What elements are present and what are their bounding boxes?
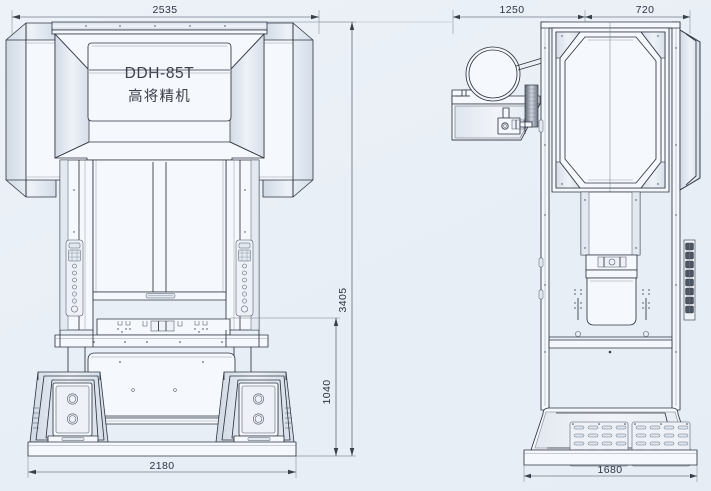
dim-1040-text: 1040	[321, 380, 333, 405]
crown-housing	[51, 21, 268, 35]
side-bolster	[548, 289, 673, 354]
slide-ram	[92, 159, 227, 301]
dim-side-front-depth: 720	[585, 4, 691, 34]
right-support-leg	[215, 371, 295, 444]
dim-1250-text: 1250	[500, 4, 525, 16]
dim-front-overall-width: 2535	[11, 4, 320, 34]
lower-cabinet	[87, 352, 236, 425]
front-view: 2535	[5, 4, 356, 478]
right-control-panel	[235, 239, 254, 317]
front-base-slab	[27, 441, 297, 457]
crown-front-panel: DDH-85T 高将精机	[54, 32, 265, 161]
dim-side-base-width: 1680	[523, 464, 698, 482]
dim-base-height: 1040	[230, 317, 340, 456]
side-crown-octagon	[551, 22, 670, 300]
side-terminal-strip	[683, 239, 696, 321]
bolster-bed	[54, 318, 269, 400]
side-slide-ram	[580, 191, 641, 326]
left-support-leg	[29, 371, 109, 444]
dim-720-text: 720	[636, 4, 655, 16]
dim-side-rear-depth: 1250	[452, 4, 586, 34]
right-guide-column	[225, 159, 260, 331]
rear-motor-bracket	[451, 46, 550, 141]
drive-motor	[497, 107, 533, 135]
left-guide-column	[59, 159, 94, 331]
flywheel	[465, 46, 521, 102]
dim-front-base-width: 2180	[27, 456, 297, 478]
cooling-fin-block	[524, 84, 539, 128]
side-base	[523, 407, 698, 467]
dim-2180-text: 2180	[150, 460, 175, 472]
dim-2535-text: 2535	[153, 4, 178, 16]
side-rear-prism	[679, 29, 701, 191]
left-control-panel	[65, 239, 84, 317]
dim-1680-text: 1680	[598, 464, 623, 476]
construction-lines	[296, 21, 452, 457]
nameplate-model: DDH-85T	[125, 65, 195, 82]
dim-3405-text: 3405	[337, 288, 349, 313]
nameplate-brand: 高将精机	[128, 88, 191, 105]
side-view: 1250 720	[451, 4, 701, 482]
